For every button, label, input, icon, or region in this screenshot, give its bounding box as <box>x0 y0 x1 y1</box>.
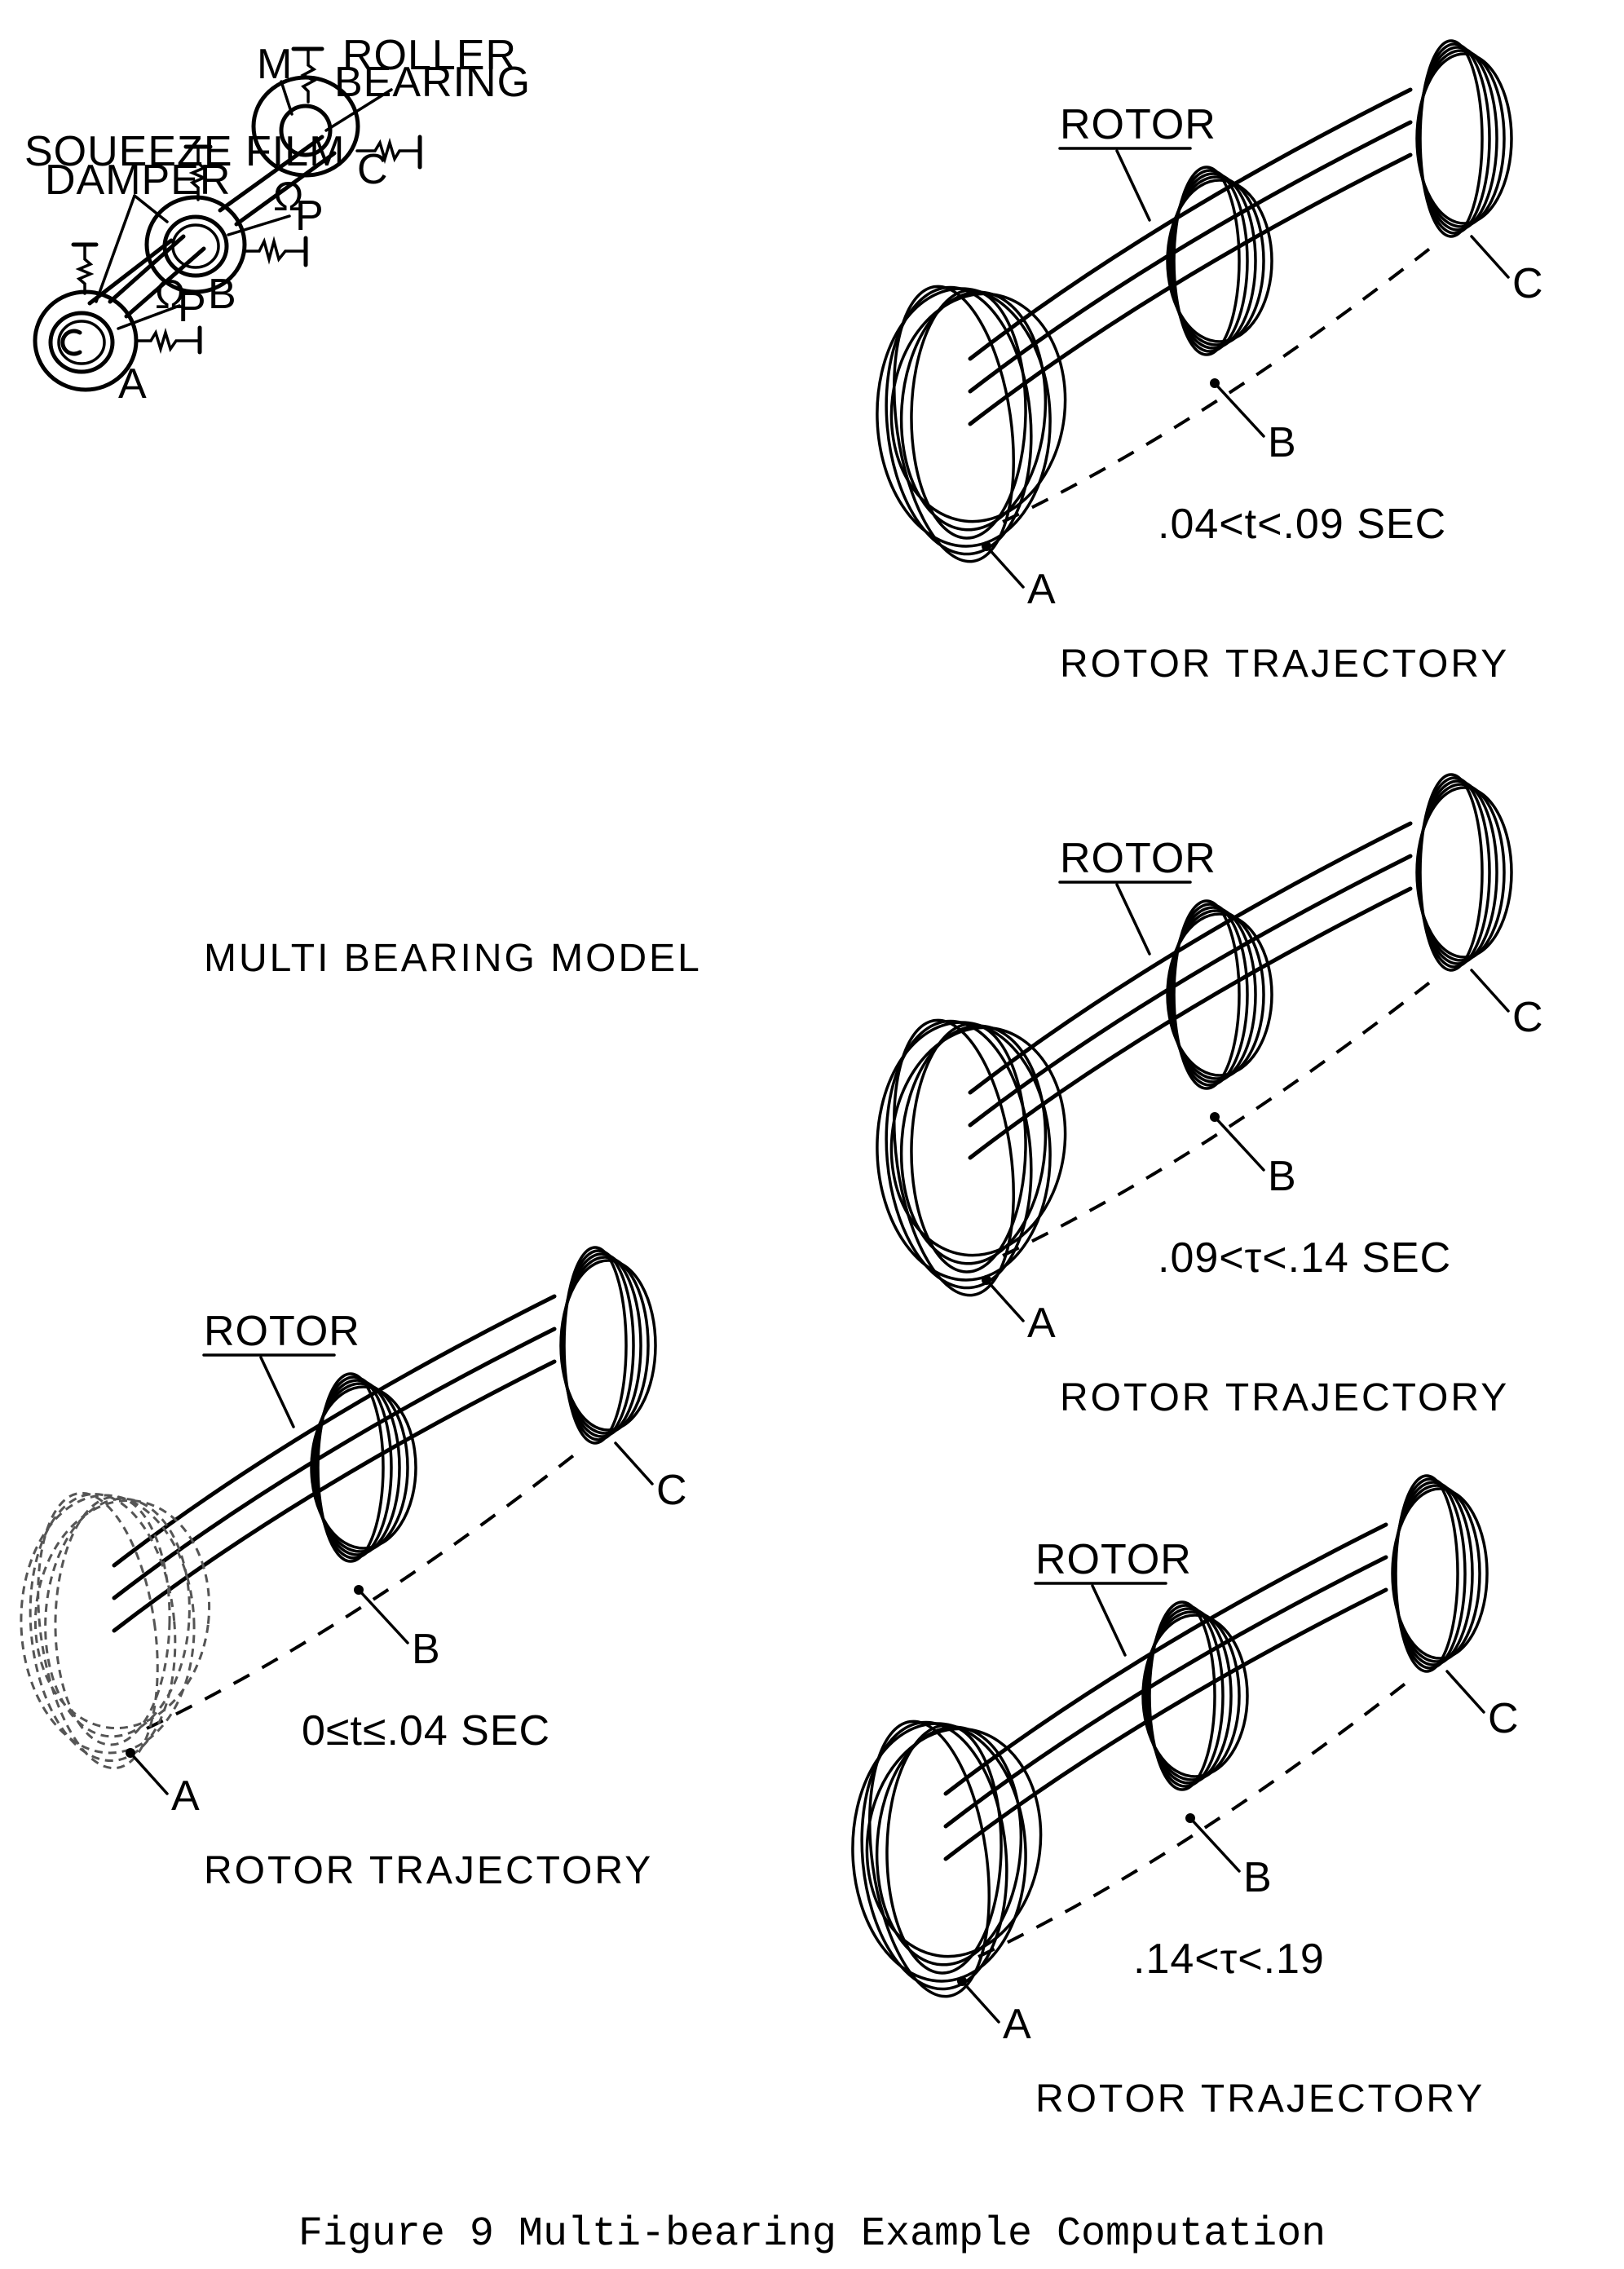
roller-bearing-label-line1: ROLLER <box>342 32 517 79</box>
load-p-label-1: P <box>295 192 324 240</box>
leader-b <box>1189 1817 1241 1873</box>
point-label-b: B <box>412 1626 441 1673</box>
node-b <box>1210 378 1220 388</box>
spring-horizontal-b <box>243 236 308 267</box>
orbit-cluster-a <box>876 1018 1067 1297</box>
rotor-label: ROTOR <box>1035 1536 1192 1583</box>
load-p-label-2: P <box>178 284 207 331</box>
bearing-c-label: C <box>357 146 389 193</box>
rotor-label: ROTOR <box>1060 101 1216 148</box>
leader-b <box>357 1588 409 1644</box>
time-range-label: .09<τ<.14 SEC <box>1158 1234 1451 1282</box>
leader-b <box>1213 382 1265 438</box>
shaft-segment-bc <box>218 135 337 227</box>
rotor-leader <box>1115 883 1151 956</box>
bearing-b-label: B <box>208 271 237 318</box>
orbit-cluster-b <box>1141 1600 1249 1791</box>
squeeze-film-label-line1: SOUEEZE FILM <box>24 128 345 175</box>
rotor-label: ROTOR <box>204 1308 360 1355</box>
rotor-leader <box>259 1356 295 1428</box>
leader-c <box>1470 235 1510 279</box>
point-label-b: B <box>1243 1854 1273 1901</box>
time-range-label: .14<τ<.19 <box>1133 1936 1325 1983</box>
node-a <box>982 1275 991 1285</box>
bearing-b <box>144 195 247 294</box>
point-label-c: C <box>1488 1695 1520 1742</box>
orbit-cluster-a <box>876 285 1067 563</box>
rotor-leader <box>1115 149 1151 222</box>
figure-caption: Figure 9 Multi-bearing Example Computati… <box>298 2211 1326 2258</box>
node-b <box>1185 1813 1195 1823</box>
point-label-c: C <box>1512 260 1544 307</box>
point-label-a: A <box>1003 2001 1032 2048</box>
orbit-cluster-c <box>1391 1474 1489 1673</box>
rotor-leader <box>1091 1584 1127 1657</box>
multi-bearing-model-title: MULTI BEARING MODEL <box>204 937 702 980</box>
rotor-trajectory-panel-2: ROTOR A B C .09<τ<.14 SEC ROTOR TRAJECTORY <box>876 773 1544 1419</box>
spring-vertical-b <box>183 144 213 201</box>
point-label-a: A <box>1027 1300 1057 1347</box>
orbit-cluster-b <box>1166 166 1273 356</box>
leader-c <box>614 1441 654 1485</box>
mass-label: M <box>257 41 293 88</box>
rotor-trajectory-title: ROTOR TRAJECTORY <box>204 1849 653 1892</box>
time-range-label: 0≤t≤.04 SEC <box>302 1707 550 1755</box>
point-label-b: B <box>1268 1153 1297 1200</box>
spring-horizontal-a <box>135 325 202 355</box>
node-a <box>126 1748 135 1758</box>
omega-label-2: Ω <box>155 271 185 317</box>
rotor-trajectory-title: ROTOR TRAJECTORY <box>1035 2077 1485 2121</box>
point-label-b: B <box>1268 419 1297 466</box>
leader-lines <box>95 80 393 330</box>
rotor-label: ROTOR <box>1060 835 1216 882</box>
rotor-shaft-lines <box>968 821 1436 1257</box>
orbit-cluster-b <box>1166 899 1273 1090</box>
point-label-c: C <box>656 1467 688 1514</box>
time-range-label: .04<t<.09 SEC <box>1158 501 1446 548</box>
orbit-cluster-b <box>310 1372 417 1563</box>
node-b <box>1210 1112 1220 1122</box>
rotor-shaft-lines <box>968 87 1436 523</box>
orbit-cluster-a <box>20 1491 211 1770</box>
rotor-shaft-lines <box>112 1294 580 1730</box>
node-b <box>354 1585 364 1595</box>
leader-c <box>1470 969 1510 1013</box>
orbit-cluster-c <box>1415 39 1513 238</box>
spring-vertical-c <box>291 46 324 104</box>
bearing-a-label: A <box>118 360 148 408</box>
spring-vertical-a <box>71 242 99 295</box>
leader-b <box>1213 1115 1265 1172</box>
rotor-trajectory-title: ROTOR TRAJECTORY <box>1060 1376 1509 1419</box>
node-a <box>982 541 991 551</box>
orbit-cluster-c <box>1415 773 1513 972</box>
squeeze-film-label-line2: DAMPER <box>45 157 231 204</box>
point-label-c: C <box>1512 994 1544 1041</box>
orbit-cluster-c <box>559 1246 657 1445</box>
point-label-a: A <box>1027 566 1057 613</box>
rotor-shaft-lines <box>943 1522 1412 1958</box>
roller-bearing-label-line2: BEARING <box>334 59 531 106</box>
multi-bearing-model-diagram: M ROLLER BEARING SOUEEZE FILM DAMPER C B… <box>24 32 531 408</box>
node-a <box>957 1976 967 1986</box>
point-label-a: A <box>171 1772 201 1820</box>
leader-a <box>129 1751 169 1795</box>
orbit-cluster-a <box>851 1719 1043 1998</box>
rotor-trajectory-panel-0: ROTOR A B C 0≤t≤.04 SEC ROTOR TRAJECTORY <box>20 1246 688 1892</box>
leader-a <box>960 1980 1000 2024</box>
leader-c <box>1445 1670 1485 1714</box>
omega-label-1: Ω <box>273 174 303 219</box>
spring-horizontal-c <box>355 135 422 170</box>
rotor-trajectory-panel-1: ROTOR A B C .04<t<.09 SEC ROTOR TRAJECTORY <box>876 39 1544 686</box>
leader-a <box>985 1278 1025 1322</box>
leader-a <box>985 545 1025 589</box>
rotor-trajectory-title: ROTOR TRAJECTORY <box>1060 642 1509 686</box>
